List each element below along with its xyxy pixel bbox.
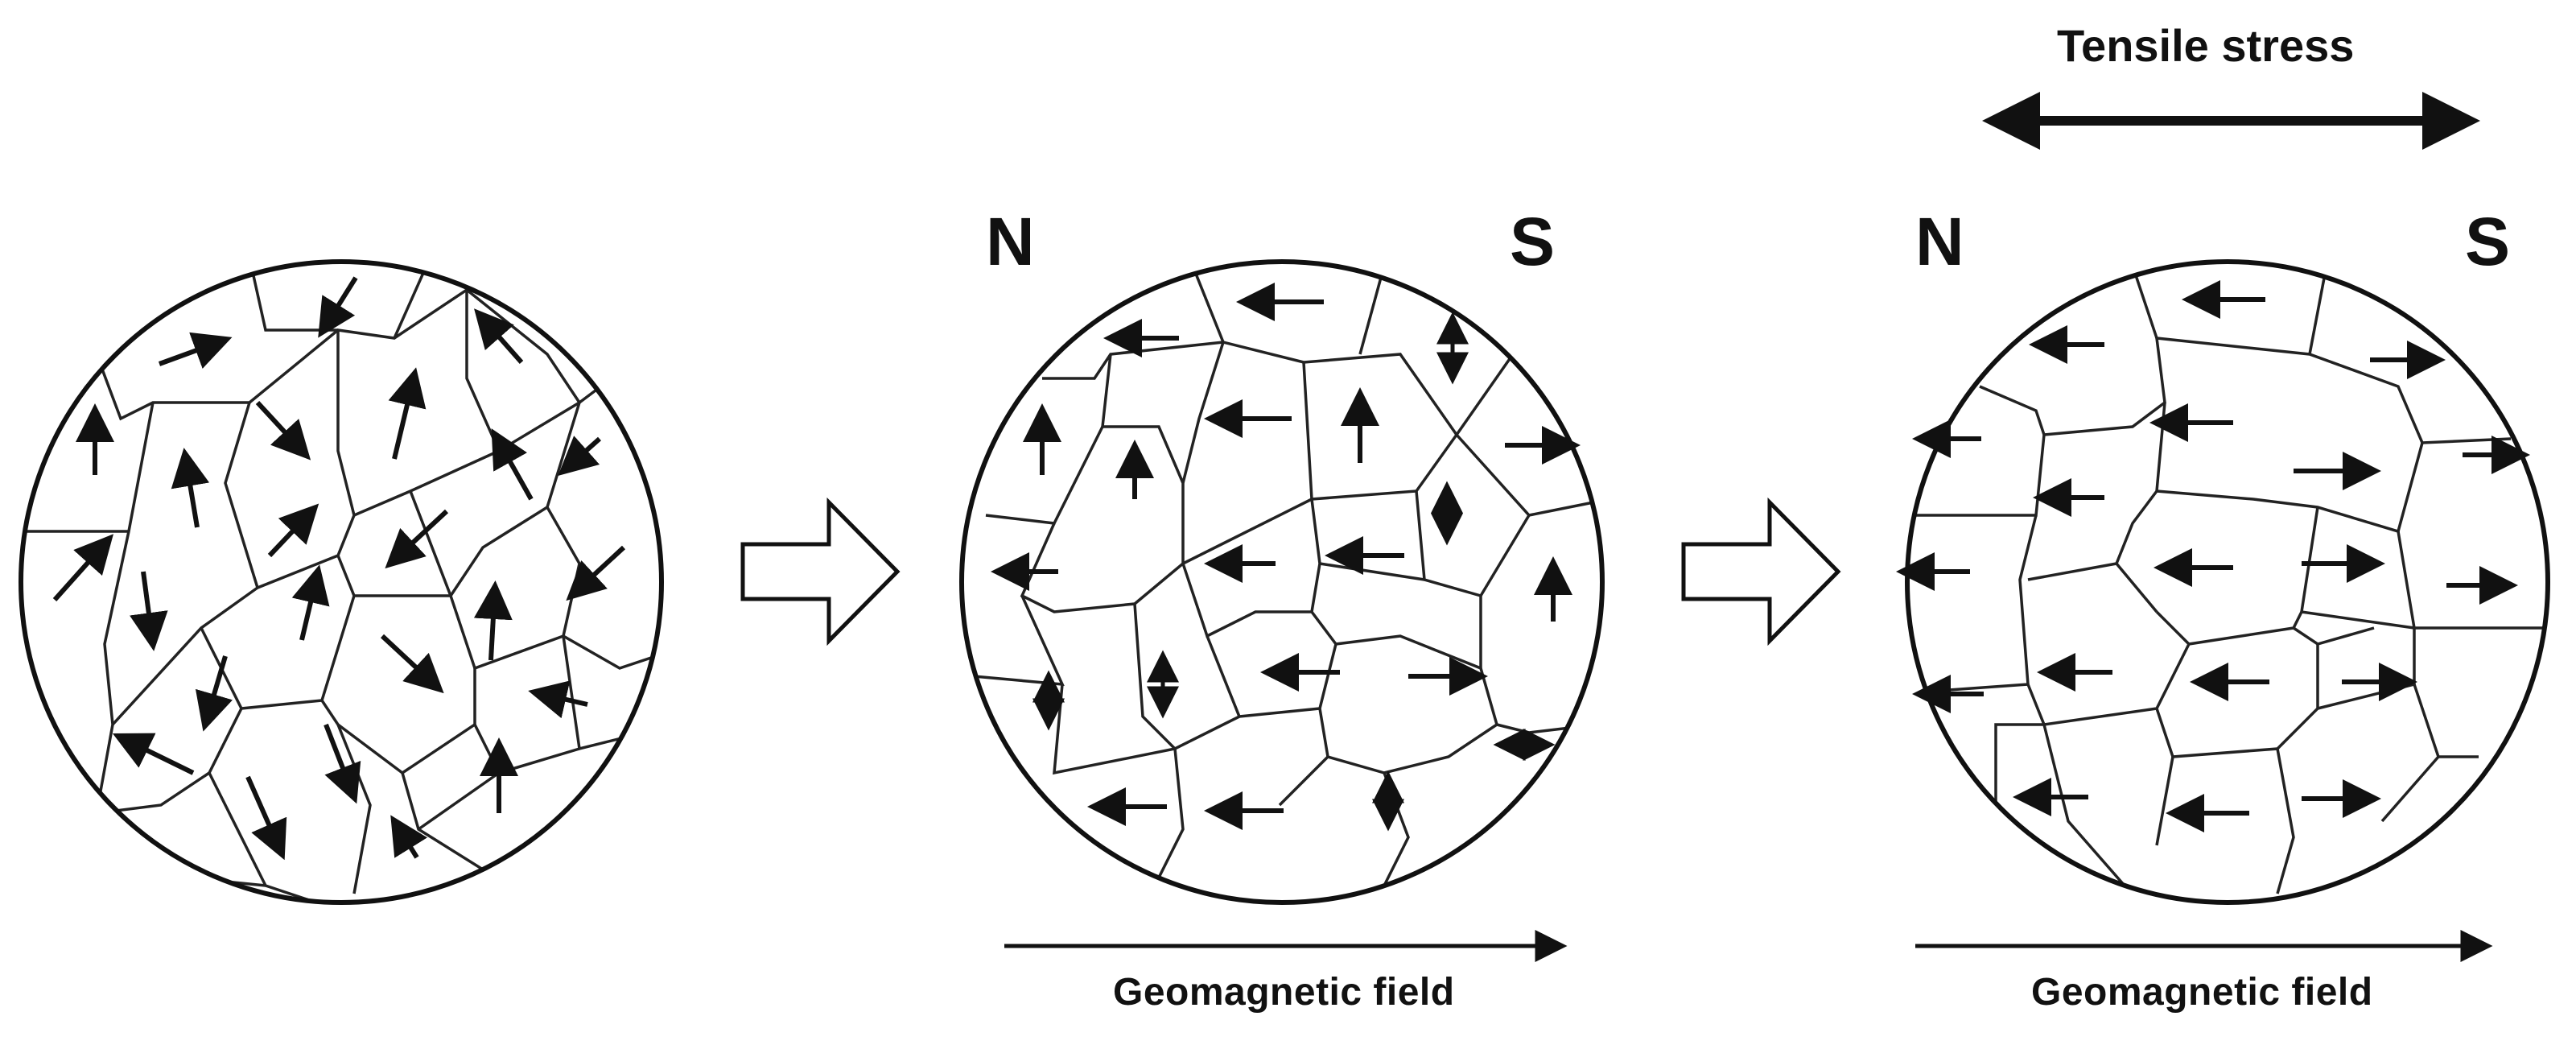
- panel-random-domains: [19, 259, 664, 905]
- north-pole-label-3: N: [1915, 204, 1964, 279]
- tensile-stress-label: Tensile stress: [2057, 20, 2355, 71]
- domain-arrows-3: [1896, 280, 2530, 832]
- grain-boundaries-2: [973, 262, 1602, 894]
- domain-double-arrows-2: [1032, 312, 1556, 832]
- geomagnetic-field-label-2: Geomagnetic field: [1113, 971, 1455, 1014]
- domain-circle-2: [959, 259, 1605, 905]
- process-arrow-2: [1681, 497, 1841, 646]
- south-pole-label-3: S: [2465, 204, 2511, 279]
- domain-circle-3: [1905, 259, 2550, 905]
- domain-circle-1: [19, 259, 664, 905]
- panel-aligned-domains-field-and-stress: [1896, 259, 2550, 905]
- domain-arrows-2: [991, 283, 1581, 830]
- south-pole-label-2: S: [1510, 204, 1556, 279]
- panel-aligned-domains-field: [959, 259, 1605, 905]
- process-arrow-1: [740, 497, 901, 646]
- domain-arrows-1: [52, 276, 626, 861]
- geomagnetic-field-label-3: Geomagnetic field: [2031, 971, 2373, 1014]
- grain-boundaries-3: [1911, 265, 2543, 894]
- north-pole-label-2: N: [986, 204, 1035, 279]
